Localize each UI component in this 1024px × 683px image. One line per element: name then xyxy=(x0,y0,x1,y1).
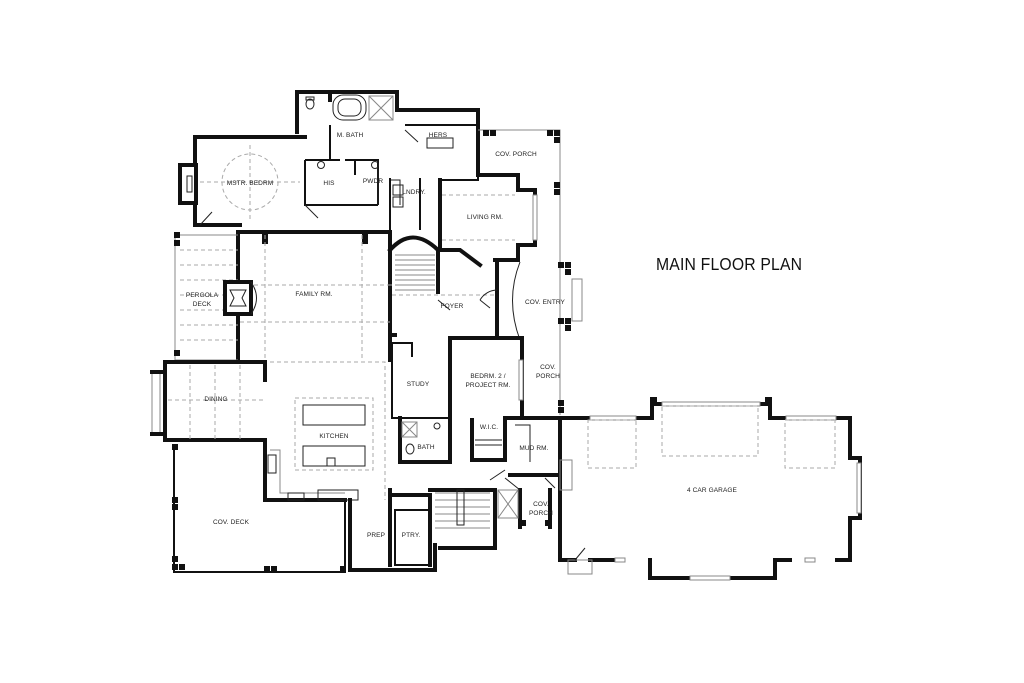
label-bedrm2: BEDRM. 2 / xyxy=(470,373,505,380)
plan-title: MAIN FLOOR PLAN xyxy=(656,254,803,274)
label-cov-porch-mid-2: PORCH xyxy=(536,373,560,380)
dining-kitchen xyxy=(150,360,386,502)
label-cov-entry: COV. ENTRY xyxy=(525,299,566,306)
label-project-rm: PROJECT RM. xyxy=(465,382,510,389)
label-ptry: PTRY. xyxy=(402,532,421,539)
living-and-porch xyxy=(438,123,583,415)
label-wic: W.I.C. xyxy=(480,424,498,431)
label-cov-porch-low-1: COV. xyxy=(533,501,549,508)
label-cov-porch-low-2: PORCH xyxy=(529,510,553,517)
label-prep: PREP xyxy=(367,532,385,539)
garage xyxy=(558,397,862,581)
family-and-pergola xyxy=(174,230,392,362)
label-cov-porch-mid-1: COV. xyxy=(540,364,556,371)
label-foyer: FOYER xyxy=(441,303,464,310)
label-his: HIS xyxy=(323,180,335,187)
label-cov-porch-top: COV. PORCH xyxy=(495,151,537,158)
label-pwdr: PWDR xyxy=(363,178,383,185)
label-bath: BATH xyxy=(417,444,434,451)
label-study: STUDY xyxy=(407,381,430,388)
label-hers: HERS xyxy=(429,132,448,139)
label-mud-rm: MUD RM. xyxy=(519,445,548,452)
service-area xyxy=(348,416,562,572)
label-kitchen: KITCHEN xyxy=(319,433,348,440)
master-suite xyxy=(178,90,480,230)
label-mstr-bedrm: MSTR. BEDRM xyxy=(227,180,274,187)
label-deck: DECK xyxy=(193,301,212,308)
label-cov-deck: COV. DECK xyxy=(213,519,250,526)
label-dining: DINING xyxy=(204,396,227,403)
label-lndry: LNDRY. xyxy=(402,189,426,196)
label-pergola: PERGOLA xyxy=(186,292,219,299)
label-4-car-garage: 4 CAR GARAGE xyxy=(687,487,738,494)
label-m-bath: M. BATH xyxy=(337,132,364,139)
foyer-area xyxy=(387,230,524,420)
room-labels: M. BATH HERS COV. PORCH MSTR. BEDRM HIS … xyxy=(186,132,738,539)
label-living-rm: LIVING RM. xyxy=(467,214,503,221)
label-family-rm: FAMILY RM. xyxy=(295,291,332,298)
cov-deck xyxy=(172,444,346,573)
